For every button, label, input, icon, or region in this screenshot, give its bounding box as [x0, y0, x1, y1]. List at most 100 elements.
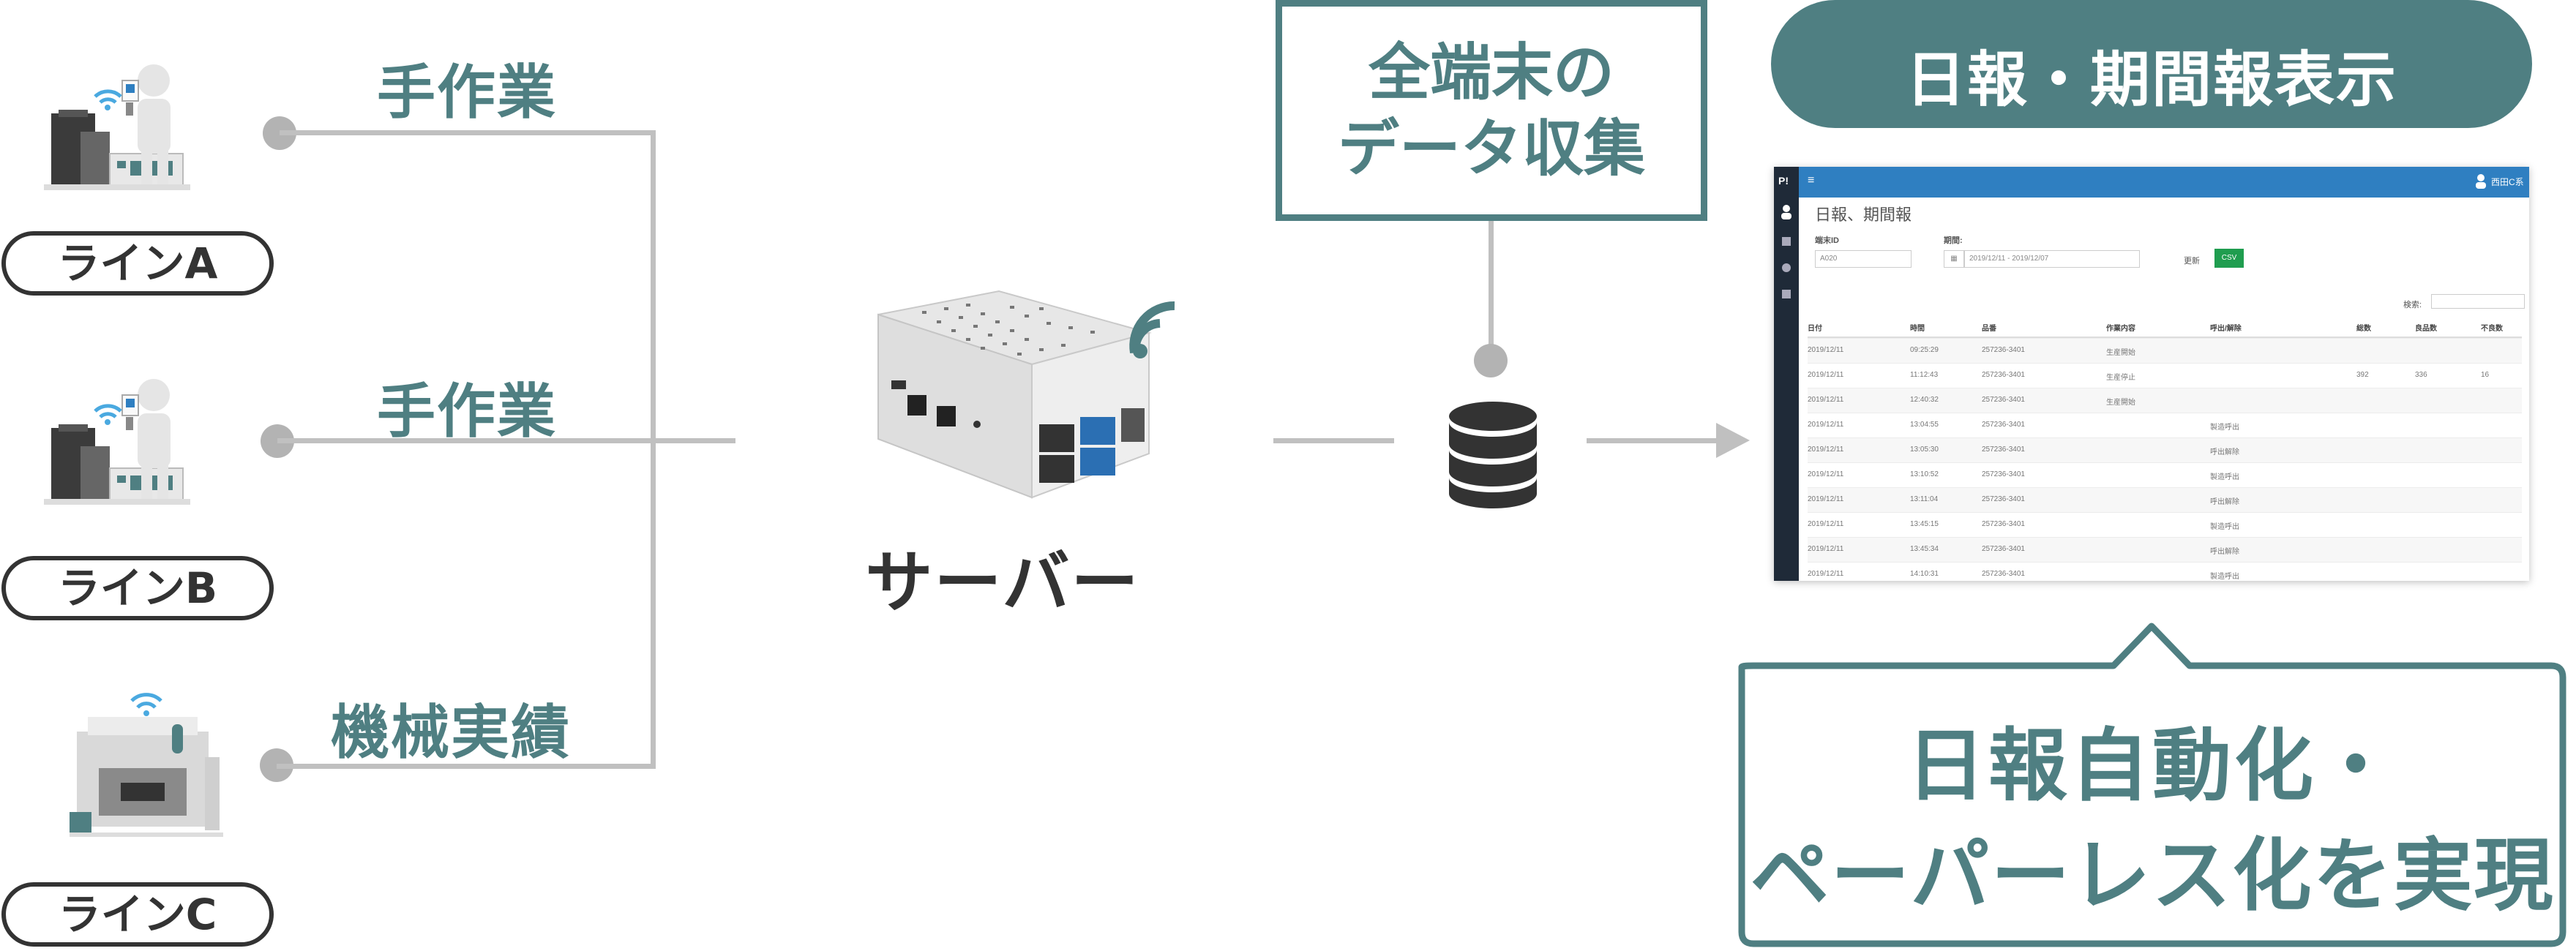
cell: 257236-3401 — [1982, 371, 2025, 379]
report-screenshot: P! ≡ 西田C系 日報、期間報 端末ID A020 期間: ▦ 2019/12… — [1774, 167, 2529, 581]
screenshot-sidebar-share-icon[interactable] — [1782, 290, 1791, 298]
cell: 09:25:29 — [1910, 346, 1939, 354]
screenshot-menu-icon[interactable]: ≡ — [1808, 174, 1815, 187]
table-row: 2019/12/11 13:05:30 257236-3401 呼出解除 — [1808, 437, 2522, 462]
col-total[interactable]: 総数 — [2356, 325, 2371, 333]
cell: 14:10:31 — [1910, 570, 1939, 578]
report-header-pill — [1771, 0, 2532, 128]
table-row: 2019/12/11 09:25:29 257236-3401 生産開始 — [1808, 338, 2522, 363]
col-time[interactable]: 時間 — [1910, 325, 1925, 333]
cell: 13:11:04 — [1910, 495, 1939, 503]
cell: 257236-3401 — [1982, 570, 2025, 578]
screenshot-refresh-button[interactable]: 更新 — [2184, 257, 2200, 266]
screenshot-app-logo: P! — [1778, 175, 1789, 187]
line-b-work-label: 手作業 — [377, 377, 557, 446]
screenshot-sidebar — [1774, 167, 1799, 581]
cell: 2019/12/11 — [1808, 520, 1844, 528]
col-bad[interactable]: 不良数 — [2481, 325, 2503, 333]
line-a-work-label: 手作業 — [377, 59, 557, 127]
col-good[interactable]: 良品数 — [2415, 325, 2437, 333]
cell: 2019/12/11 — [1808, 495, 1844, 503]
collection-to-db-connector — [1489, 221, 1494, 351]
cell: 生産停止 — [2106, 374, 2135, 382]
callout-line1: 日報自動化・ — [1906, 721, 2398, 812]
table-row: 2019/12/11 11:12:43 257236-3401 生産停止 392… — [1808, 363, 2522, 388]
screenshot-terminal-id-select[interactable]: A020 — [1815, 250, 1912, 268]
screenshot-user-label[interactable]: 西田C系 — [2491, 177, 2524, 187]
cell: 2019/12/11 — [1808, 545, 1844, 553]
collection-connector-dot — [1474, 344, 1508, 377]
table-row: 2019/12/11 12:40:32 257236-3401 生産開始 — [1808, 388, 2522, 413]
cell: 2019/12/11 — [1808, 396, 1844, 404]
cell: 336 — [2415, 371, 2427, 379]
cell: 2019/12/11 — [1808, 371, 1844, 379]
screenshot-calendar-icon[interactable]: ▦ — [1944, 250, 1964, 268]
screenshot-search-label: 検索: — [2403, 301, 2422, 309]
screenshot-table-header: 日付 時間 品番 作業内容 呼出/解除 総数 良品数 不良数 — [1808, 315, 2522, 338]
report-header-title: 日報・期間報表示 — [1905, 45, 2397, 115]
table-row: 2019/12/11 13:10:52 257236-3401 製造呼出 — [1808, 462, 2522, 487]
screenshot-sidebar-settings-icon[interactable] — [1782, 263, 1791, 272]
data-collection-line2: データ収集 — [1337, 113, 1645, 184]
line-c-machine-icon — [70, 688, 231, 841]
cell: 257236-3401 — [1982, 421, 2025, 429]
cell: 13:45:34 — [1910, 545, 1939, 553]
cell: 呼出解除 — [2210, 548, 2239, 556]
table-row: 2019/12/11 14:10:31 257236-3401 製造呼出 — [1808, 562, 2522, 581]
col-date[interactable]: 日付 — [1808, 325, 1822, 333]
screenshot-sidebar-home-icon[interactable] — [1782, 237, 1791, 246]
server-to-db-connector — [1273, 438, 1394, 443]
cell: 2019/12/11 — [1808, 470, 1844, 478]
cell: 13:45:15 — [1910, 520, 1939, 528]
cell: 16 — [2481, 371, 2490, 379]
cell: 2019/12/11 — [1808, 421, 1844, 429]
line-c-badge: ラインC — [1, 882, 274, 947]
database-icon — [1445, 400, 1540, 510]
cell: 製造呼出 — [2210, 523, 2239, 531]
line-b-connector — [277, 438, 735, 443]
screenshot-terminal-id-label: 端末ID — [1815, 236, 1839, 245]
line-a-connector — [280, 130, 656, 135]
cell: 製造呼出 — [2210, 473, 2239, 481]
cell: 392 — [2356, 371, 2369, 379]
screenshot-table: 日付 時間 品番 作業内容 呼出/解除 総数 良品数 不良数 2019/12/1… — [1808, 315, 2522, 581]
arrow-right-icon — [1716, 423, 1750, 458]
screenshot-search-input[interactable] — [2431, 294, 2525, 309]
cell: 2019/12/11 — [1808, 346, 1844, 354]
cell: 製造呼出 — [2210, 573, 2239, 581]
cell: 2019/12/11 — [1808, 446, 1844, 454]
data-collection-line1: 全端末の — [1368, 37, 1614, 108]
table-row: 2019/12/11 13:45:34 257236-3401 呼出解除 — [1808, 537, 2522, 562]
col-call[interactable]: 呼出/解除 — [2210, 325, 2242, 333]
server-label: サーバー — [865, 544, 1140, 622]
callout-line2: ペーパーレス化を実現 — [1750, 830, 2555, 922]
lines-trunk-connector — [651, 130, 656, 769]
cell: 257236-3401 — [1982, 545, 2025, 553]
line-a-machine-icon — [44, 59, 227, 198]
cell: 11:12:43 — [1910, 371, 1939, 379]
cell: 257236-3401 — [1982, 495, 2025, 503]
cell: 2019/12/11 — [1808, 570, 1844, 578]
cell: 生産開始 — [2106, 349, 2135, 357]
cell: 257236-3401 — [1982, 446, 2025, 454]
cell: 257236-3401 — [1982, 470, 2025, 478]
data-collection-box: 全端末の データ収集 — [1276, 0, 1707, 221]
line-c-connector — [277, 764, 656, 769]
col-part[interactable]: 品番 — [1982, 325, 1996, 333]
screenshot-csv-button[interactable]: CSV — [2214, 249, 2244, 268]
table-row: 2019/12/11 13:45:15 257236-3401 製造呼出 — [1808, 512, 2522, 537]
cell: 12:40:32 — [1910, 396, 1939, 404]
line-b-machine-icon — [44, 373, 227, 512]
screenshot-sidebar-user-icon[interactable] — [1781, 205, 1792, 219]
cell: 13:04:55 — [1910, 421, 1939, 429]
screenshot-user-icon — [2475, 174, 2487, 189]
screenshot-page-title: 日報、期間報 — [1815, 206, 1912, 224]
cell: 呼出解除 — [2210, 498, 2239, 506]
server-device-icon — [864, 285, 1200, 505]
screenshot-top-bar — [1774, 167, 2529, 198]
col-work[interactable]: 作業内容 — [2106, 325, 2135, 333]
table-row: 2019/12/11 13:04:55 257236-3401 製造呼出 — [1808, 413, 2522, 437]
line-c-work-label: 機械実績 — [331, 699, 571, 767]
line-b-badge: ラインB — [1, 556, 274, 620]
screenshot-period-input[interactable]: 2019/12/11 - 2019/12/07 — [1964, 250, 2140, 268]
